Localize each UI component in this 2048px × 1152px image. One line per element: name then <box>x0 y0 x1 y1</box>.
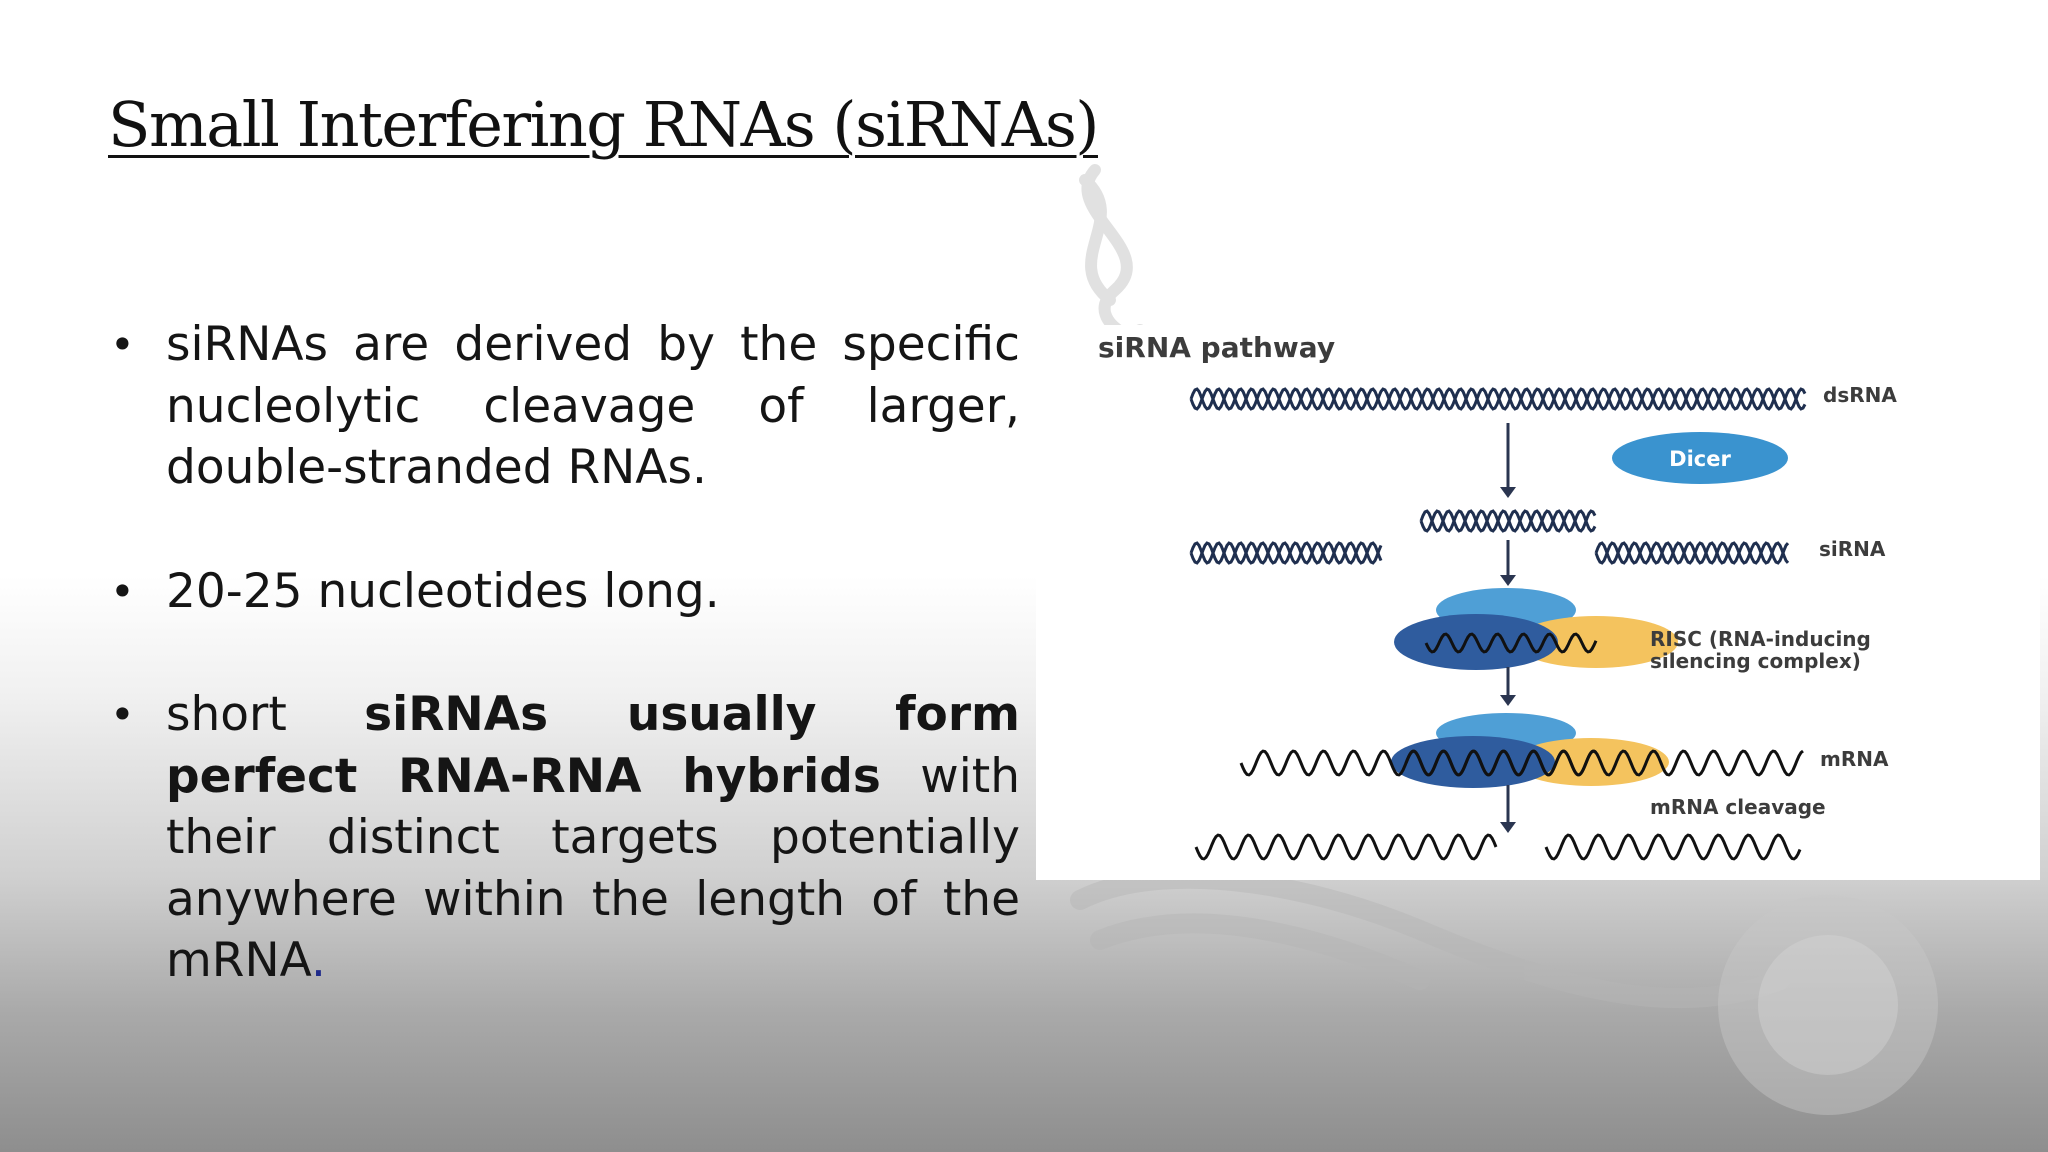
bullet-text-bold: siRNAs usually form perfect RNA-RNA hybr… <box>166 687 1020 804</box>
bullet-dot: • <box>110 320 135 369</box>
stethoscope-chestpiece-inner <box>1758 935 1898 1075</box>
arrow-2-head <box>1500 575 1516 586</box>
diagram-title: siRNA pathway <box>1098 331 1335 364</box>
bullet-item: • 20-25 nucleotides long. <box>108 561 1020 623</box>
risc-on-mrna <box>1391 713 1669 788</box>
bullet-text: 20-25 nucleotides long. <box>166 563 720 619</box>
label-sirna: siRNA <box>1819 537 1886 561</box>
bullet-dot: • <box>110 690 135 739</box>
label-dicer: Dicer <box>1669 447 1731 471</box>
stethoscope-watermark <box>1070 868 1790 1009</box>
arrow-1-head <box>1500 487 1516 498</box>
bullet-text-suffix: with their distinct targets potentially … <box>166 748 1020 989</box>
sirna-duplexes <box>1189 509 1790 565</box>
bullet-text: short siRNAs usually form perfect RNA-RN… <box>166 684 1020 992</box>
label-dsrna: dsRNA <box>1823 383 1897 407</box>
risc-complex <box>1394 588 1678 670</box>
dsrna-helix <box>1189 387 1807 411</box>
mrna-strand <box>1239 749 1804 777</box>
bullet-text: siRNAs are derived by the specific nucle… <box>166 317 1020 495</box>
diagram-canvas: siRNA pathway dsRNA Dicer siRNA <box>1098 331 1897 861</box>
bullet-text-period: . <box>310 933 326 988</box>
arrow-3-head <box>1500 695 1516 706</box>
cleaved-mrna-fragments <box>1194 833 1802 861</box>
sirna-pathway-diagram: siRNA pathway dsRNA Dicer siRNA <box>1036 325 2040 880</box>
arrow-4-head <box>1500 822 1516 833</box>
label-mrna-cleavage: mRNA cleavage <box>1650 795 1826 819</box>
dna-helix-watermark <box>1079 164 1151 346</box>
label-mrna: mRNA <box>1820 747 1889 771</box>
stethoscope-chestpiece-watermark <box>1718 895 1938 1115</box>
label-risc-line1: RISC (RNA-inducing <box>1650 627 1871 651</box>
bullet-dot: • <box>110 566 135 616</box>
bullet-item: • short siRNAs usually form perfect RNA-… <box>108 684 1020 992</box>
label-risc-line2: silencing complex) <box>1650 649 1861 673</box>
bullet-list: • siRNAs are derived by the specific nuc… <box>108 314 1020 1054</box>
slide-title: Small Interfering RNAs (siRNAs) <box>108 88 1099 161</box>
bullet-text-prefix: short <box>166 687 365 742</box>
dicer-enzyme <box>1612 432 1788 484</box>
bullet-item: • siRNAs are derived by the specific nuc… <box>108 314 1020 499</box>
